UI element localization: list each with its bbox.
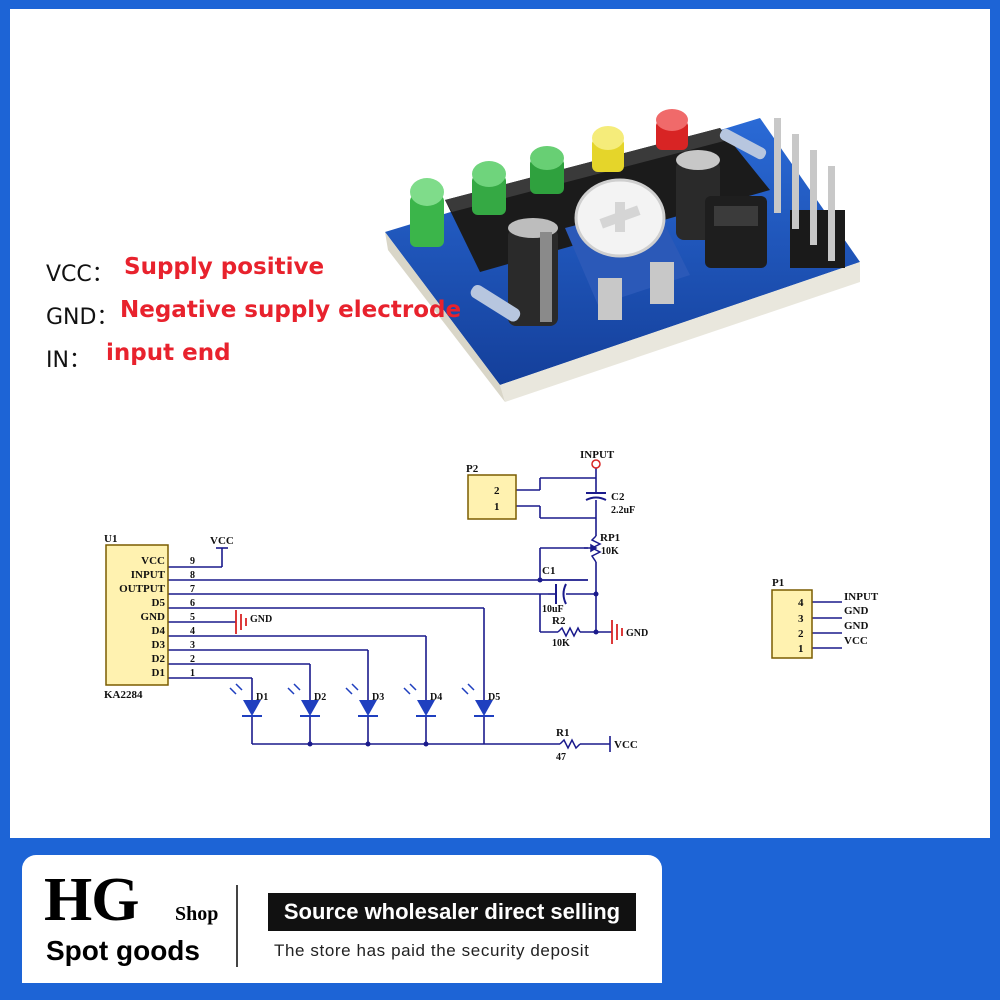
r2-ref: R2 bbox=[552, 615, 566, 627]
pin-legend-in: IN： input end bbox=[46, 338, 466, 381]
u1-pin-name: VCC bbox=[141, 555, 165, 567]
capacitor-c1-icon bbox=[508, 218, 558, 326]
c1-value: 10uF bbox=[542, 604, 564, 615]
p2-ref: P2 bbox=[466, 463, 479, 475]
circuit-schematic: U1 KA2284 VCC INPUT OUTPUT D5 GND D4 D3 … bbox=[104, 449, 879, 763]
pin-legend-vcc: VCC： Supply positive bbox=[46, 252, 466, 295]
wholesaler-badge: Source wholesaler direct selling bbox=[268, 893, 636, 931]
r1-ref: R1 bbox=[556, 727, 569, 739]
c1-ref: C1 bbox=[542, 565, 555, 577]
r1-value: 47 bbox=[556, 752, 566, 763]
gnd-net-label: GND bbox=[626, 628, 648, 639]
gnd-net-label: GND bbox=[250, 614, 272, 625]
pin-name-gnd: GND： bbox=[46, 305, 119, 330]
led-ref: D1 bbox=[256, 692, 268, 703]
led-symbols bbox=[229, 683, 494, 717]
led-red-icon bbox=[656, 109, 688, 150]
module-photo bbox=[385, 109, 860, 402]
r2-value: 10K bbox=[552, 638, 570, 649]
brand-sub: Shop bbox=[175, 903, 219, 925]
input-net-label: INPUT bbox=[580, 449, 615, 461]
pin-name-vcc: VCC： bbox=[46, 262, 114, 287]
led-ref: D2 bbox=[314, 692, 326, 703]
p2-body bbox=[467, 474, 517, 520]
p1-pin: 2 bbox=[798, 628, 804, 640]
u1-pin-num: 5 bbox=[190, 612, 195, 623]
vcc-net-label: VCC bbox=[210, 535, 234, 547]
led-green-2-icon bbox=[472, 161, 506, 215]
jumper-icon bbox=[705, 196, 767, 268]
p1-pin: 3 bbox=[798, 613, 804, 625]
led-ref: D3 bbox=[372, 692, 384, 703]
u1-part: KA2284 bbox=[104, 689, 143, 701]
led-green-3-icon bbox=[530, 146, 564, 194]
u1-body bbox=[105, 544, 169, 686]
u1-pin-name: GND bbox=[141, 611, 166, 623]
u1-pin-name: INPUT bbox=[131, 569, 166, 581]
pin-desc-gnd: Negative supply electrode bbox=[120, 297, 462, 323]
u1-pin-num: 8 bbox=[190, 570, 195, 581]
p1-net: VCC bbox=[844, 635, 868, 647]
deposit-note: The store has paid the security deposit bbox=[274, 941, 590, 960]
p1-pin: 4 bbox=[798, 597, 804, 609]
pin-desc-in: input end bbox=[106, 340, 231, 366]
r1-symbol bbox=[559, 738, 581, 750]
led-ref: D4 bbox=[430, 692, 442, 703]
u1-pin-name: D2 bbox=[152, 653, 166, 665]
u1-pin-name: D4 bbox=[152, 625, 166, 637]
pin-legend-gnd: GND： Negative supply electrode bbox=[46, 295, 466, 338]
p1-net: GND bbox=[844, 620, 869, 632]
pin-name-in: IN： bbox=[46, 348, 91, 373]
spot-goods-label: Spot goods bbox=[46, 935, 200, 966]
vcc-net-label: VCC bbox=[614, 739, 638, 751]
banner-divider bbox=[236, 885, 238, 967]
u1-pin-name: D3 bbox=[152, 639, 166, 651]
u1-pin-num: 3 bbox=[190, 640, 195, 651]
p2-pin: 2 bbox=[494, 485, 500, 497]
led-green-1-icon bbox=[410, 178, 444, 247]
u1-pin-num: 4 bbox=[190, 626, 195, 637]
u1-pin-num: 1 bbox=[190, 668, 195, 679]
led-ref: D5 bbox=[488, 692, 500, 703]
pin-desc-vcc: Supply positive bbox=[124, 254, 325, 280]
c2-ref: C2 bbox=[611, 491, 625, 503]
header-pins-icon bbox=[774, 118, 845, 268]
brand-logo: HG bbox=[44, 866, 139, 934]
u1-pin-name: D1 bbox=[152, 667, 165, 679]
u1-pin-name: OUTPUT bbox=[119, 583, 166, 595]
u1-pin-name: D5 bbox=[152, 597, 166, 609]
pin-legend: VCC： Supply positive GND： Negative suppl… bbox=[46, 252, 466, 381]
gnd-symbol bbox=[235, 610, 623, 644]
p1-pin: 1 bbox=[798, 643, 804, 655]
c1-symbol bbox=[555, 583, 567, 605]
u1-pin-num: 6 bbox=[190, 598, 195, 609]
shop-banner: HG Shop Spot goods Source wholesaler dir… bbox=[22, 855, 662, 983]
p1-net: INPUT bbox=[844, 591, 879, 603]
p1-ref: P1 bbox=[772, 577, 784, 589]
c2-symbol bbox=[585, 492, 607, 501]
led-yellow-icon bbox=[592, 126, 624, 172]
u1-pin-num: 2 bbox=[190, 654, 195, 665]
p1-net: GND bbox=[844, 605, 869, 617]
p1-body bbox=[771, 589, 813, 659]
c2-value: 2.2uF bbox=[611, 505, 635, 516]
rp1-value: 10K bbox=[601, 546, 619, 557]
r2-symbol bbox=[557, 626, 581, 638]
u1-pin-num: 9 bbox=[190, 556, 195, 567]
p2-pin: 1 bbox=[494, 501, 500, 513]
potentiometer-rp1-icon bbox=[565, 178, 690, 320]
u1-pin-num: 7 bbox=[190, 584, 195, 595]
rp1-symbol bbox=[584, 535, 602, 563]
u1-ref: U1 bbox=[104, 533, 117, 545]
rp1-ref: RP1 bbox=[600, 532, 620, 544]
resistor-icon bbox=[470, 128, 767, 322]
